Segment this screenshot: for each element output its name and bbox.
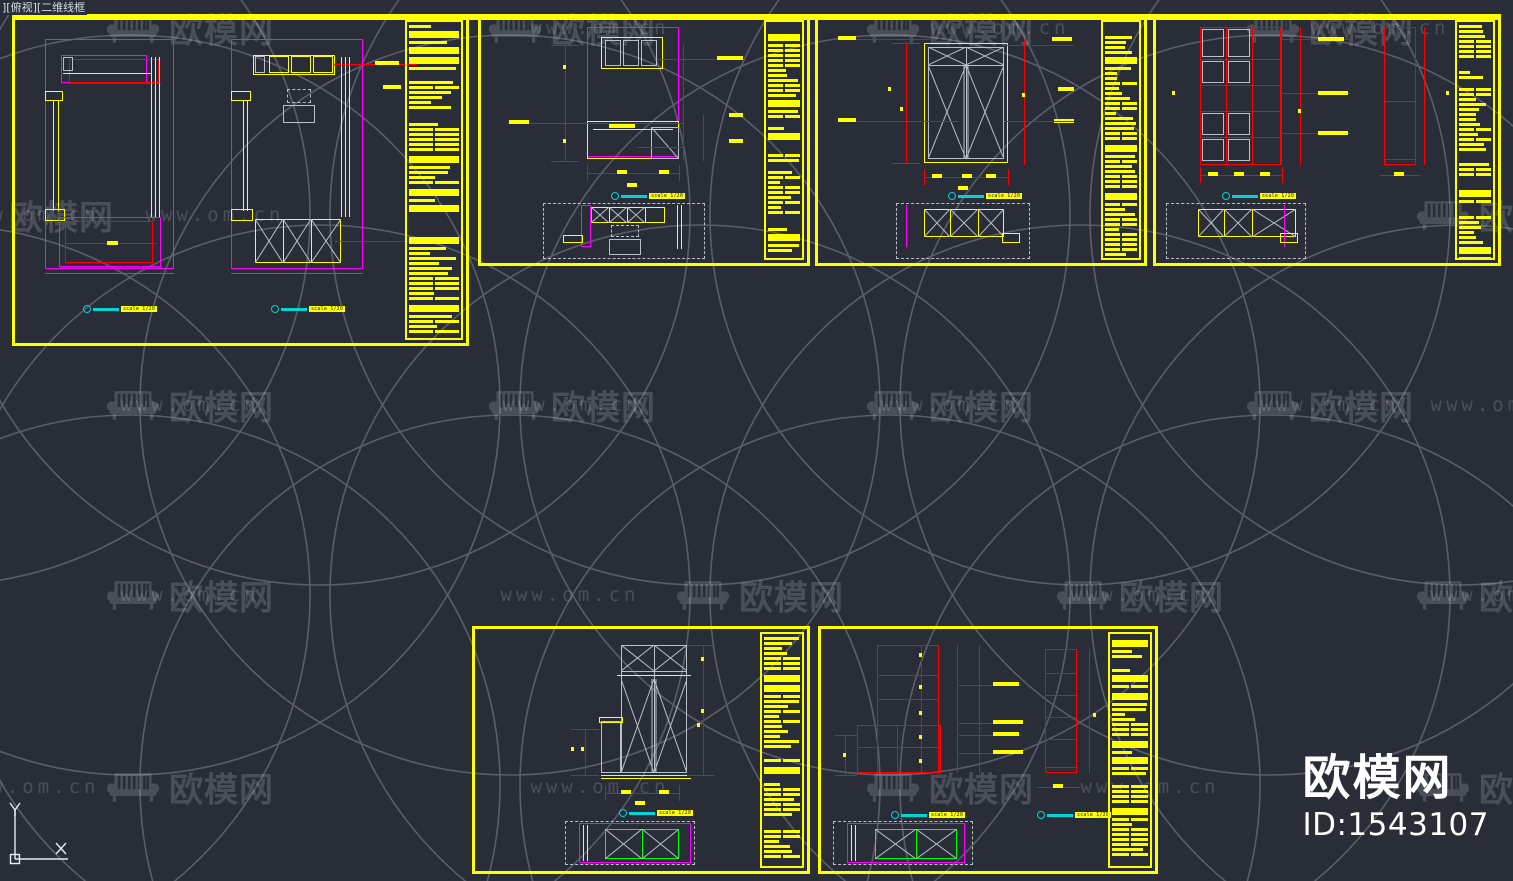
pane-shelf-internal-layout[interactable]: scale 1/20 (1153, 14, 1501, 266)
scale-mark: scale 1/20 (83, 305, 158, 313)
scale-label: scale 1/20 (649, 193, 686, 199)
scale-bubble-icon (619, 809, 627, 817)
watermark-logo: 欧模网 (676, 571, 844, 620)
notes-block[interactable] (760, 632, 804, 868)
brand-badge: 欧模网 ID:1543107 (1302, 749, 1489, 843)
sofa-icon (1056, 580, 1110, 610)
sofa-icon (676, 580, 730, 610)
notes-block[interactable] (764, 20, 804, 260)
watermark-logo: 欧模网 (1246, 381, 1414, 430)
watermark-url: www.om.cn (500, 584, 640, 606)
notes-block[interactable] (1108, 632, 1152, 868)
watermark-url: www.om.cn (0, 776, 100, 798)
viewport-label: ][俯视][二维线框 (0, 0, 88, 15)
watermark-url: www.om.cn (120, 584, 260, 606)
scale-label: scale 1/20 (121, 306, 158, 312)
watermark-logo: 欧模网 (106, 571, 274, 620)
watermark-brand-text: 欧模网 (551, 388, 656, 429)
scale-label: scale 1/20 (1260, 193, 1297, 199)
watermark-url: www.om.cn (1430, 394, 1513, 416)
watermark-url: www.om.cn (1260, 394, 1400, 416)
watermark-brand-text: 欧模网 (169, 770, 274, 811)
scale-label: scale 1/20 (986, 193, 1023, 199)
notes-block[interactable] (405, 20, 463, 340)
sofa-icon (106, 390, 160, 420)
scale-mark: scale 1/20 (1222, 192, 1297, 200)
notes-rows (764, 637, 800, 863)
scale-mark: scale 1/20 (271, 305, 346, 313)
sofa-icon (1246, 390, 1300, 420)
ucs-icon (9, 802, 68, 865)
watermark-brand-text: 欧模网 (929, 388, 1034, 429)
scale-bubble-icon (271, 305, 279, 313)
pane-cabinet-elevation[interactable]: scale 1/20 (478, 14, 810, 266)
watermark-brand-text: 欧模网 (1119, 578, 1224, 619)
pane-shelving-sections[interactable]: scale 1/20 scale 1/20 (818, 626, 1158, 874)
sofa-icon (488, 390, 542, 420)
scale-bubble-icon (83, 305, 91, 313)
notes-rows (768, 25, 800, 252)
scale-label: scale 1/20 (1075, 812, 1112, 818)
notes-rows (1112, 640, 1148, 858)
notes-rows (1105, 25, 1137, 256)
watermark-url: www.om.cn (880, 394, 1020, 416)
watermark-logo: 欧模网 (106, 763, 274, 812)
sofa-icon (866, 390, 920, 420)
pane-wall-elevations[interactable]: scale 1/20 (12, 14, 469, 346)
watermark-brand-text: 欧模网 (1309, 388, 1414, 429)
scale-mark: scale 1/20 (891, 811, 966, 819)
scale-label: scale 1/20 (309, 306, 346, 312)
pane-door-elevation[interactable]: scale 1/20 (472, 626, 810, 874)
watermark-url: www.om.cn (1070, 584, 1210, 606)
notes-rows (1459, 25, 1491, 258)
watermark-url: www.om.cn (502, 394, 642, 416)
scale-bubble-icon (1037, 811, 1045, 819)
watermark-logo: 欧模网 (866, 381, 1034, 430)
sofa-icon (106, 772, 160, 802)
pane-wardrobe-door-elevation[interactable]: scale 1/20 (815, 14, 1147, 266)
scale-bubble-icon (891, 811, 899, 819)
watermark-url: www.om.cn (1430, 584, 1513, 606)
watermark-logo: 欧模网 (1416, 571, 1513, 620)
sofa-icon (1416, 580, 1470, 610)
watermark-brand-text: 欧模网 (1479, 578, 1513, 619)
scale-label: scale 1/20 (657, 810, 694, 816)
scale-mark: scale 1/20 (619, 809, 694, 817)
watermark-logo: 欧模网 (1056, 571, 1224, 620)
badge-brand: 欧模网 (1302, 749, 1453, 806)
scale-label: scale 1/20 (929, 812, 966, 818)
watermark-logo: 欧模网 (488, 381, 656, 430)
scale-bubble-icon (948, 192, 956, 200)
scale-mark: scale 1/20 (611, 192, 686, 200)
watermark-logo: 欧模网 (106, 381, 274, 430)
scale-mark: scale 1/20 (948, 192, 1023, 200)
badge-id: ID:1543107 (1302, 807, 1489, 843)
notes-block[interactable] (1455, 20, 1495, 260)
watermark-brand-text: 欧模网 (169, 578, 274, 619)
notes-rows (409, 25, 459, 335)
watermark-url: www.om.cn (120, 394, 260, 416)
notes-block[interactable] (1101, 20, 1141, 260)
watermark-brand-text: 欧模网 (739, 578, 844, 619)
scale-bubble-icon (611, 192, 619, 200)
watermark-brand-text: 欧模网 (169, 388, 274, 429)
scale-bubble-icon (1222, 192, 1230, 200)
scale-mark: scale 1/20 (1037, 811, 1112, 819)
sofa-icon (106, 580, 160, 610)
